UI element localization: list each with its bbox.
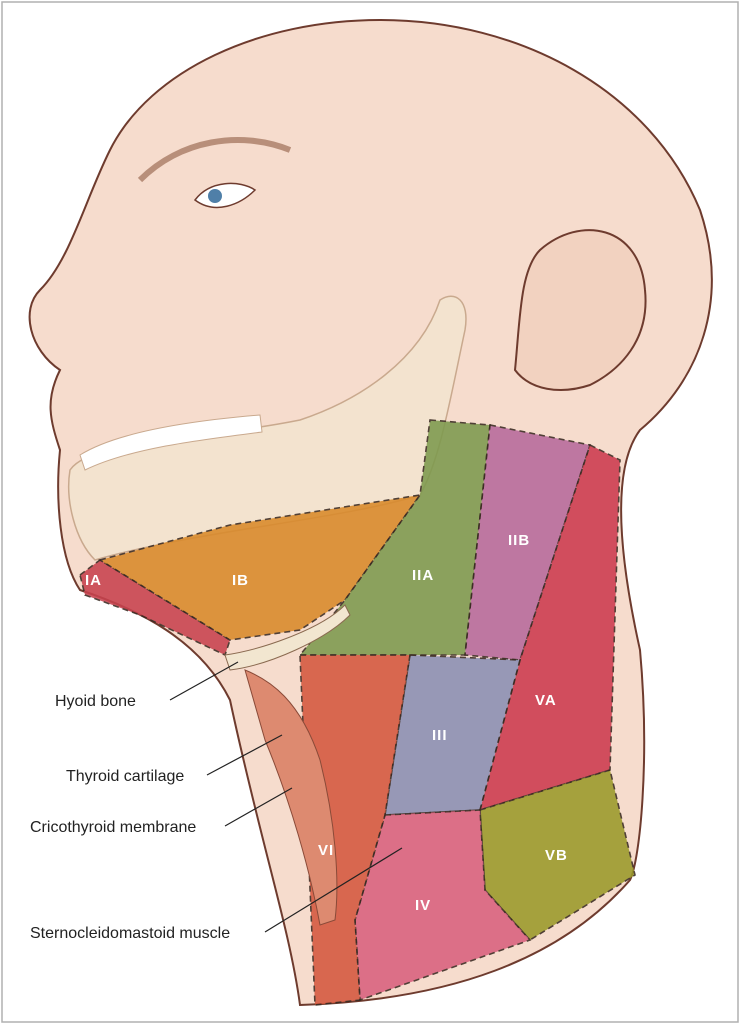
zone-label-IB: IB: [232, 572, 249, 589]
zone-label-IIA: IIA: [412, 567, 434, 584]
zone-label-VI: VI: [318, 842, 334, 859]
annotation-thyroid-cartilage: Thyroid cartilage: [66, 768, 184, 785]
annotation-sternocleidomastoid-muscle: Sternocleidomastoid muscle: [30, 925, 230, 942]
hyoid-bone: [224, 604, 351, 671]
leader-line-scm: [264, 847, 403, 933]
eye: [193, 182, 257, 209]
zone-label-VB: VB: [545, 847, 568, 864]
eyebrow: [137, 137, 292, 183]
annotation-hyoid-bone: Hyoid bone: [55, 693, 136, 710]
leader-line-hyoid: [169, 661, 239, 701]
iris: [208, 189, 222, 203]
leader-line-cricothyroid: [224, 787, 293, 827]
teeth: [79, 414, 263, 471]
zone-label-VA: VA: [535, 692, 557, 709]
zone-label-III: III: [432, 727, 448, 744]
annotation-cricothyroid-membrane: Cricothyroid membrane: [30, 819, 196, 836]
trachea: [244, 669, 338, 926]
zone-label-IV: IV: [415, 897, 431, 914]
zone-label-IIB: IIB: [508, 532, 530, 549]
zone-label-IA: IA: [85, 572, 102, 589]
ear: [513, 229, 647, 391]
zone-IIB: [464, 424, 592, 661]
zone-IB: [98, 493, 422, 641]
zone-VB: [479, 768, 636, 942]
leader-line-thyroid: [206, 734, 283, 776]
